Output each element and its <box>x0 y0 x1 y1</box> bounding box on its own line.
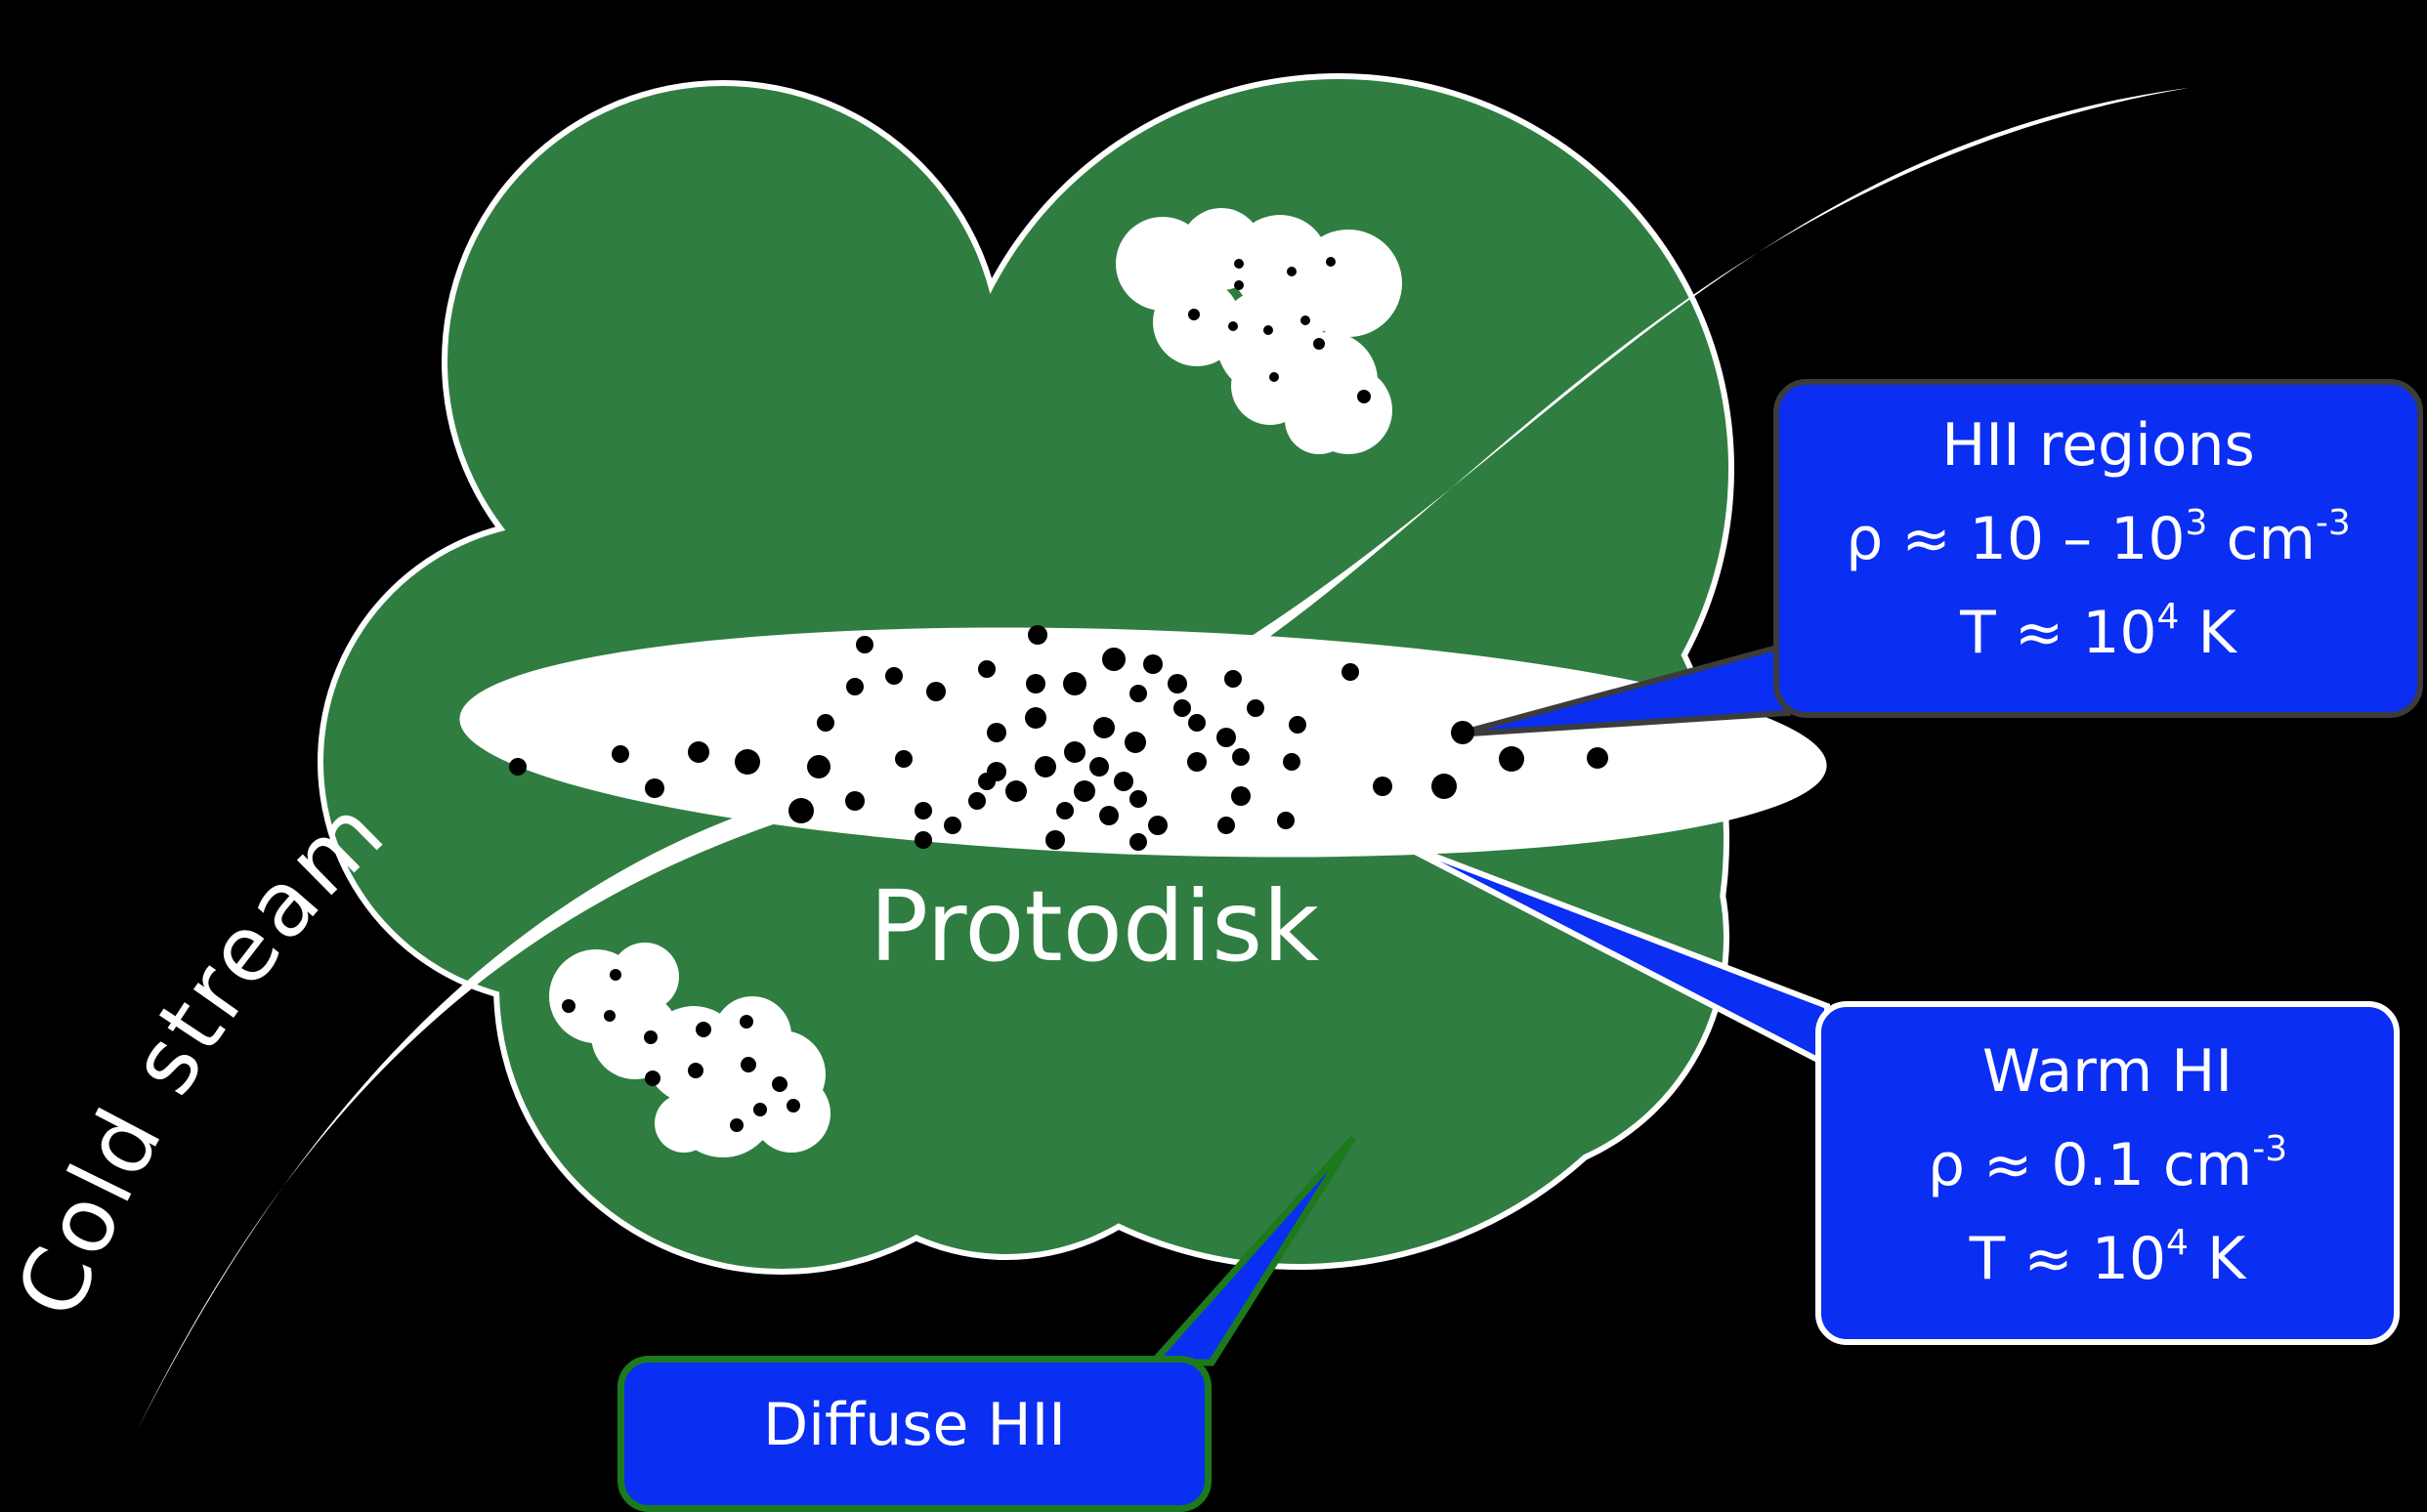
diffuse-hii-title: Diffuse HII <box>624 1378 1205 1472</box>
warm-hi-title: Warm HI <box>1821 1025 2394 1118</box>
hii-density: ρ ≈ 10 – 103 cm-3 <box>1779 492 2417 586</box>
hii-temperature: T ≈ 104 K <box>1779 586 2417 680</box>
hii-title: HII regions <box>1779 399 2417 492</box>
warm-hi-density: ρ ≈ 0.1 cm-3 <box>1821 1118 2394 1212</box>
warm-hi-temperature: T ≈ 104 K <box>1821 1212 2394 1306</box>
diffuse-hii-callout: Diffuse HII <box>617 1356 1212 1512</box>
hii-regions-callout: HII regions ρ ≈ 10 – 103 cm-3 T ≈ 104 K <box>1773 379 2423 718</box>
protodisk-label: Protodisk <box>840 869 1348 984</box>
warm-hi-callout: Warm HI ρ ≈ 0.1 cm-3 T ≈ 104 K <box>1815 1001 2400 1345</box>
